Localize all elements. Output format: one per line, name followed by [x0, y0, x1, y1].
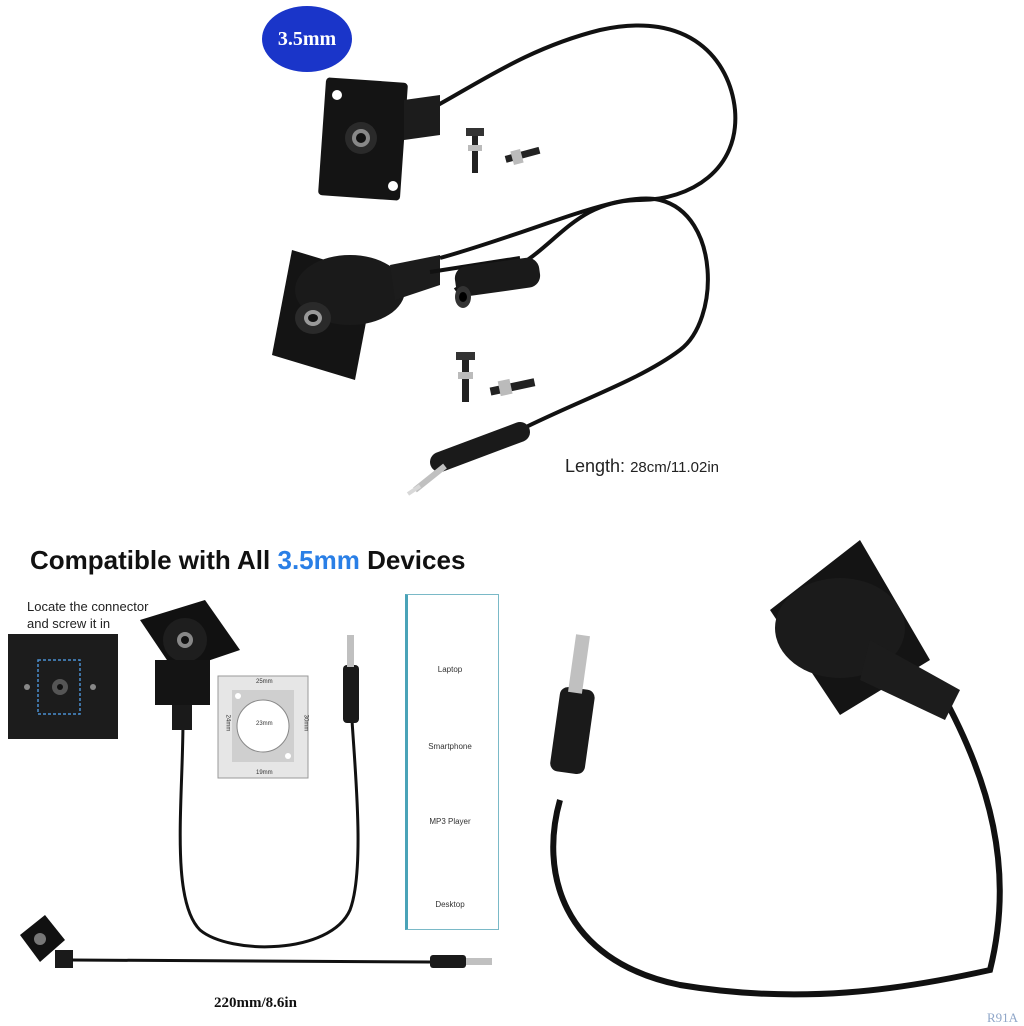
- size-badge: 3.5mm: [262, 6, 352, 72]
- female-jack: [454, 257, 541, 308]
- length-label-prefix: Length:: [565, 456, 626, 476]
- wall-panel: [8, 634, 118, 739]
- cable-photo: [550, 540, 1003, 998]
- male-plug-top: [406, 422, 530, 496]
- top-cable-loop: [409, 23, 738, 292]
- device-label-smartphone: Smartphone: [428, 742, 472, 751]
- length-label: Length: 28cm/11.02in: [565, 456, 719, 477]
- device-label-mp3-player: MP3 Player: [429, 817, 471, 826]
- dim-center: 23mm: [256, 721, 273, 727]
- horizontal-cable: [20, 915, 492, 968]
- top-panel-mount: [318, 77, 440, 201]
- screws-top: [466, 128, 541, 173]
- compatibility-headline: Compatible with All 3.5mm Devices: [30, 545, 465, 576]
- headline-accent: 3.5mm: [277, 545, 360, 575]
- dim-bottom: 19mm: [256, 770, 273, 776]
- device-panel: [405, 594, 499, 930]
- connector-mount: [140, 600, 240, 730]
- male-plug-vertical: [343, 635, 359, 723]
- middle-panel-mount: [272, 250, 440, 380]
- device-label-desktop: Desktop: [435, 900, 465, 909]
- dim-left: 24mm: [224, 714, 231, 732]
- headline-prefix: Compatible with All: [30, 545, 278, 575]
- length-value: 28cm/11.02in: [630, 459, 720, 476]
- dimension-diagram: [217, 675, 309, 779]
- installation-instruction: Locate the connector and screw it in: [27, 599, 149, 631]
- cable-length-label: 220mm/8.6in: [214, 995, 297, 1011]
- dim-top: 25mm: [256, 679, 273, 685]
- size-badge-text: 3.5mm: [277, 27, 337, 50]
- screws-middle: [456, 352, 536, 402]
- device-label-laptop: Laptop: [437, 665, 463, 674]
- watermark: R91A: [987, 1010, 1019, 1025]
- dim-right: 30mm: [302, 714, 309, 732]
- headline-suffix: Devices: [359, 545, 466, 575]
